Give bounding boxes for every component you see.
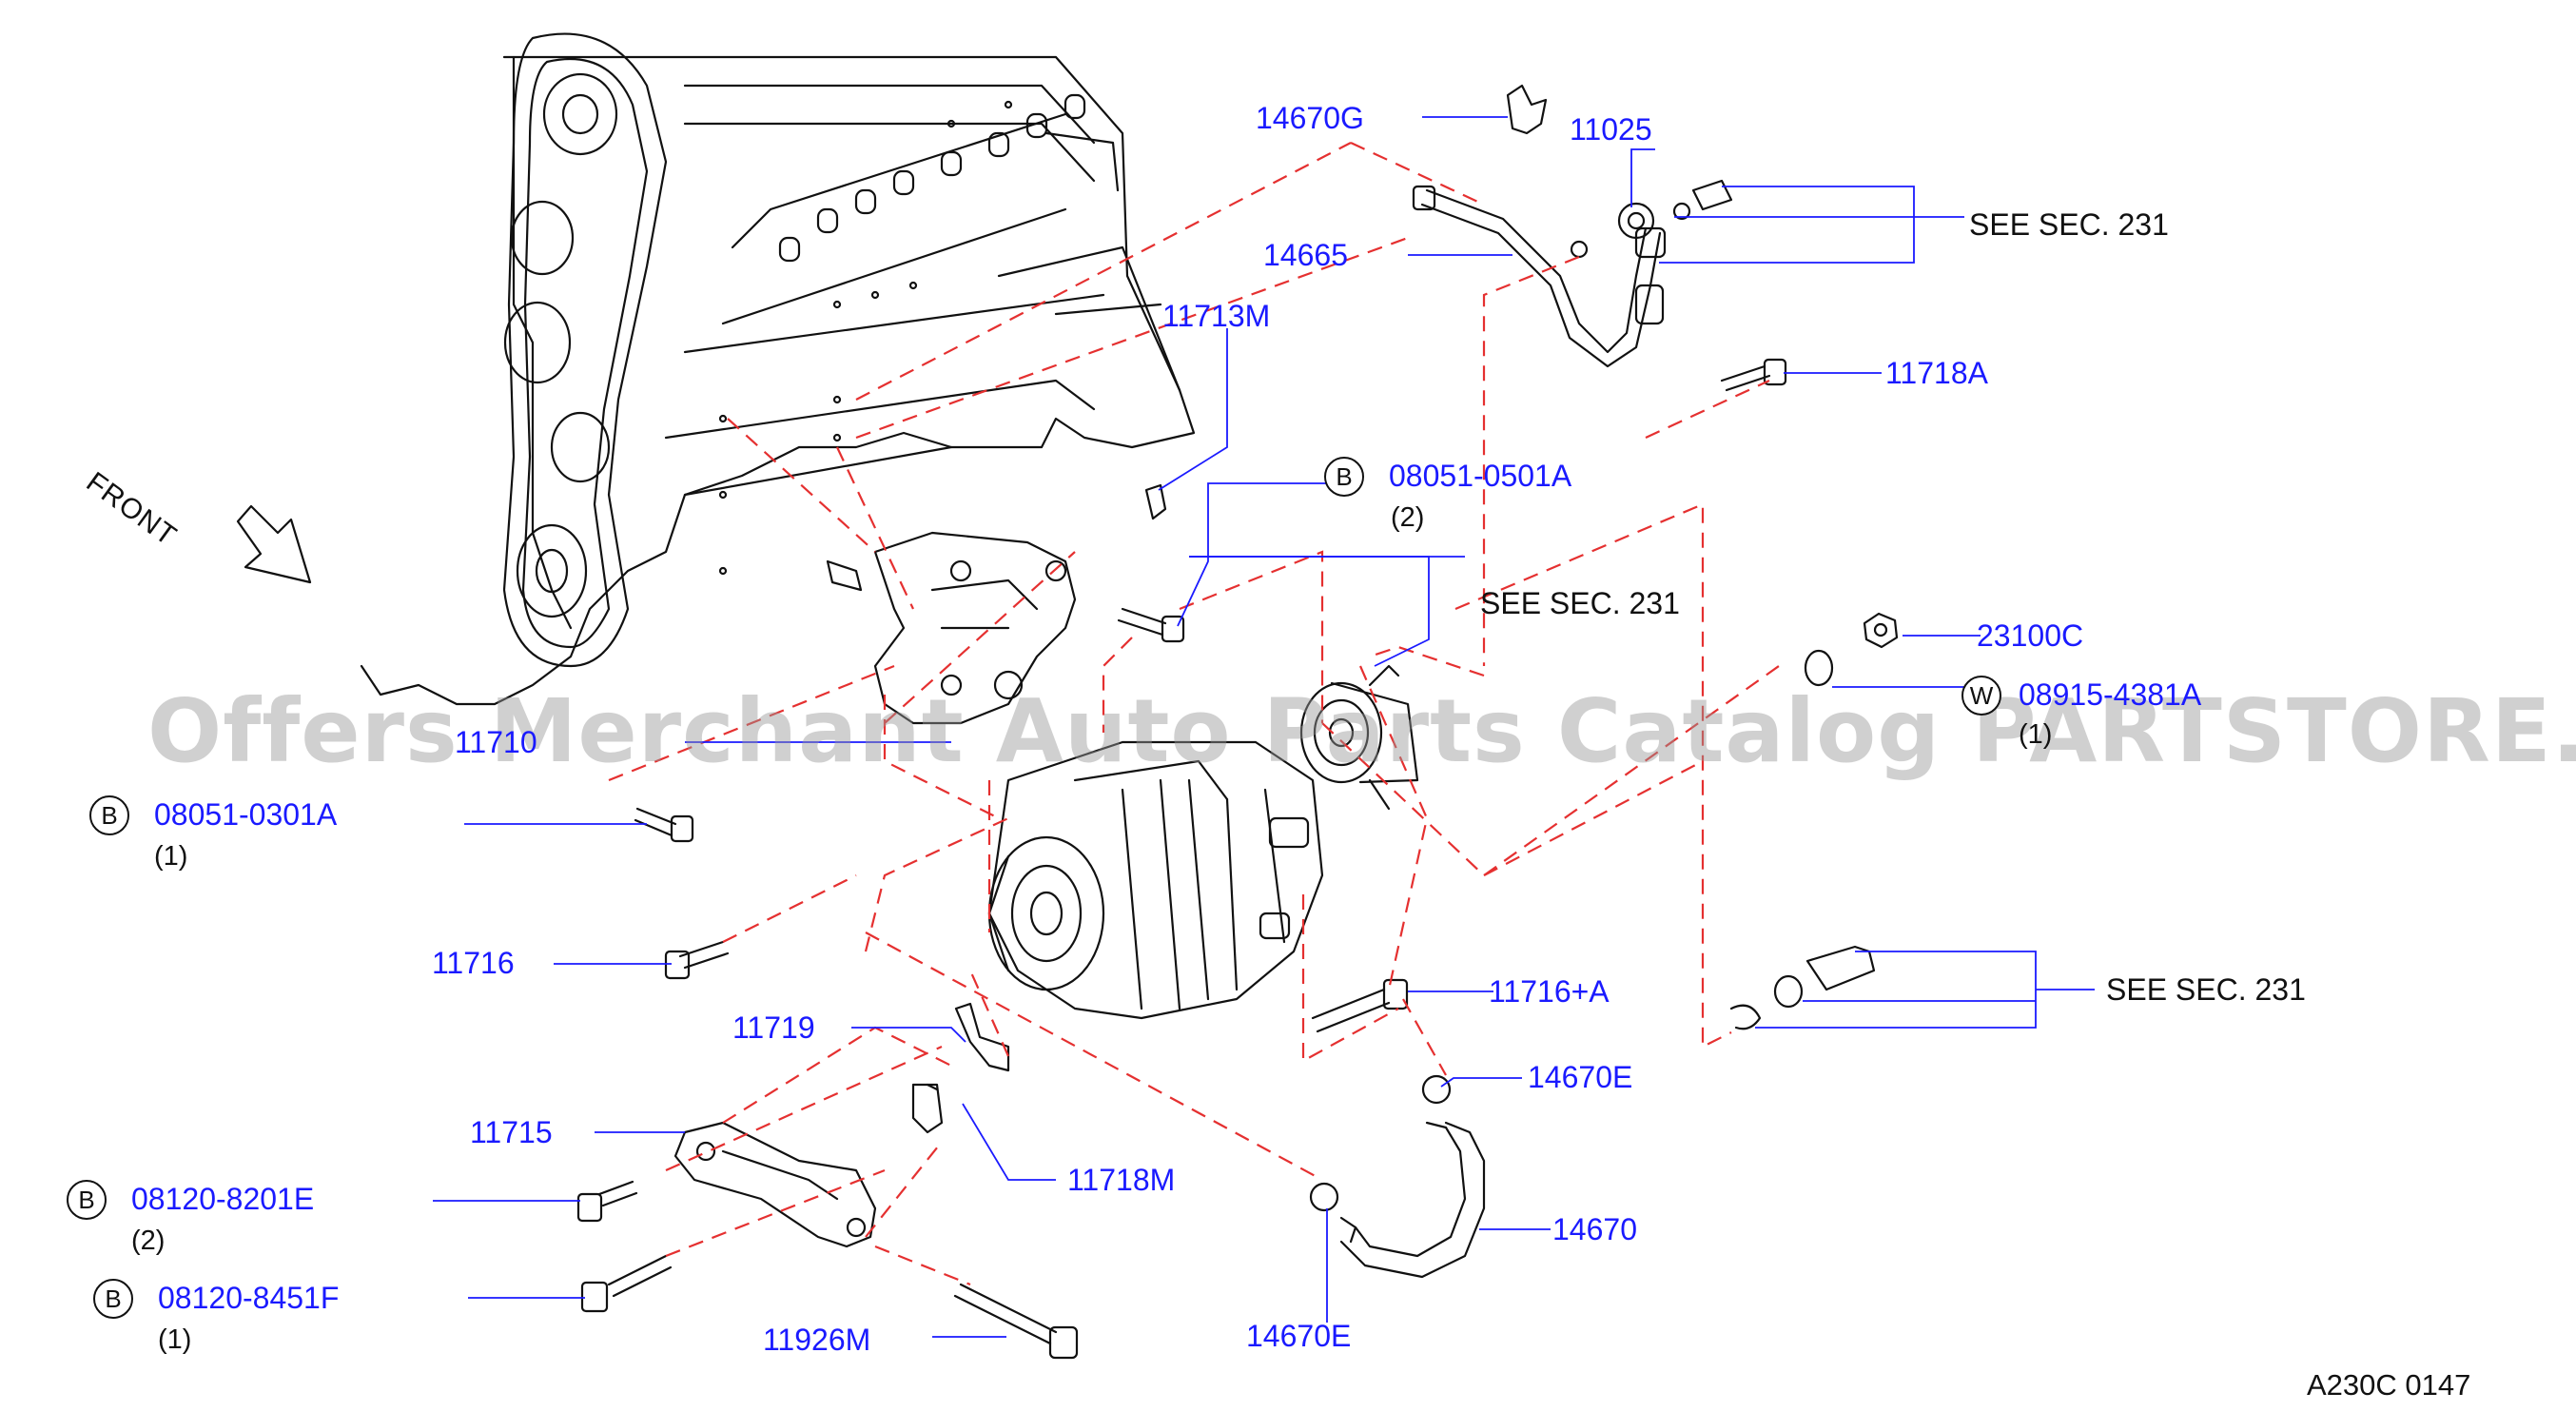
bolt-08120-8451F <box>580 1254 673 1313</box>
callout-11710[interactable]: 11710 <box>455 725 537 759</box>
badge-b-08051-0301A: B <box>89 795 129 835</box>
hose-clamp-upper <box>1421 1074 1452 1105</box>
callout-14670G[interactable]: 14670G <box>1256 101 1364 135</box>
alternator <box>987 740 1324 1020</box>
engine-block <box>360 55 1196 706</box>
alignment-lines <box>608 142 1780 1286</box>
callout-11713M[interactable]: 11713M <box>1162 299 1271 333</box>
callout-08120-8451F[interactable]: 08120-8451F <box>158 1281 340 1315</box>
bolt-11718A <box>1720 358 1787 392</box>
washer-08915 <box>1804 649 1834 687</box>
bolt-11716A <box>1311 978 1409 1033</box>
alternator-bracket <box>873 531 1077 725</box>
banjo-bolt <box>1570 179 1733 259</box>
callout-14665[interactable]: 14665 <box>1263 238 1348 272</box>
vacuum-pump <box>1299 664 1419 811</box>
callout-14670[interactable]: 14670 <box>1552 1212 1637 1246</box>
oil-tube <box>1412 185 1667 368</box>
callout-11715[interactable]: 11715 <box>470 1115 553 1149</box>
callout-11716-A[interactable]: 11716+A <box>1489 974 1610 1009</box>
see-section-bottom[interactable]: SEE SEC. 231 <box>2106 972 2306 1007</box>
front-arrow <box>236 504 312 584</box>
plug-bolt <box>1729 945 1876 1030</box>
bush-11718M <box>911 1083 944 1134</box>
callout-11716[interactable]: 11716 <box>432 946 515 980</box>
bracket-11713M <box>1144 483 1167 520</box>
badge-b-08120-8201E: B <box>67 1180 107 1220</box>
timing-belt-assembly <box>502 32 668 668</box>
vacuum-hose <box>1339 1121 1486 1279</box>
qty-08120-8201E: (2) <box>131 1226 166 1256</box>
callout-11719[interactable]: 11719 <box>732 1010 815 1045</box>
callout-11926M[interactable]: 11926M <box>763 1323 871 1357</box>
callout-14670E-lower[interactable]: 14670E <box>1246 1319 1352 1353</box>
see-section-top[interactable]: SEE SEC. 231 <box>1969 207 2169 242</box>
callout-23100C[interactable]: 23100C <box>1977 618 2084 653</box>
callout-08051-0501A[interactable]: 08051-0501A <box>1389 459 1572 493</box>
qty-08915-4381A: (1) <box>2019 719 2053 750</box>
callout-11718A[interactable]: 11718A <box>1885 356 1988 390</box>
diagram-reference-code: A230C 0147 <box>2307 1368 2471 1402</box>
bolt-08051-0301A <box>634 807 694 843</box>
bolt-08120-8201E <box>576 1180 638 1223</box>
callout-14670E-upper[interactable]: 14670E <box>1528 1060 1633 1094</box>
hose-clamp-lower <box>1309 1182 1339 1212</box>
see-section-middle[interactable]: SEE SEC. 231 <box>1480 586 1680 620</box>
callout-11025[interactable]: 11025 <box>1570 112 1652 147</box>
callout-08051-0301A[interactable]: 08051-0301A <box>154 797 338 832</box>
qty-08051-0501A: (2) <box>1391 502 1425 533</box>
nut-23100C <box>1863 612 1899 649</box>
callout-08120-8201E[interactable]: 08120-8201E <box>131 1182 315 1216</box>
stud <box>826 559 863 592</box>
bolt-11716 <box>664 940 730 980</box>
clip-14670G <box>1506 84 1548 135</box>
bolt-11926M <box>953 1283 1079 1360</box>
plate-11719 <box>954 1002 1010 1072</box>
badge-w-08915-4381A: W <box>1961 676 2001 716</box>
bolt-08051-0501A <box>1117 607 1185 643</box>
leader-lines <box>433 116 2095 1338</box>
qty-08051-0301A: (1) <box>154 841 188 872</box>
badge-b-08120-8451F: B <box>93 1279 133 1319</box>
adjusting-bar <box>673 1121 877 1248</box>
callout-08915-4381A[interactable]: 08915-4381A <box>2019 677 2202 712</box>
qty-08120-8451F: (1) <box>158 1324 192 1355</box>
callout-11718M[interactable]: 11718M <box>1067 1163 1176 1197</box>
badge-b-08051-0501A: B <box>1324 457 1364 497</box>
